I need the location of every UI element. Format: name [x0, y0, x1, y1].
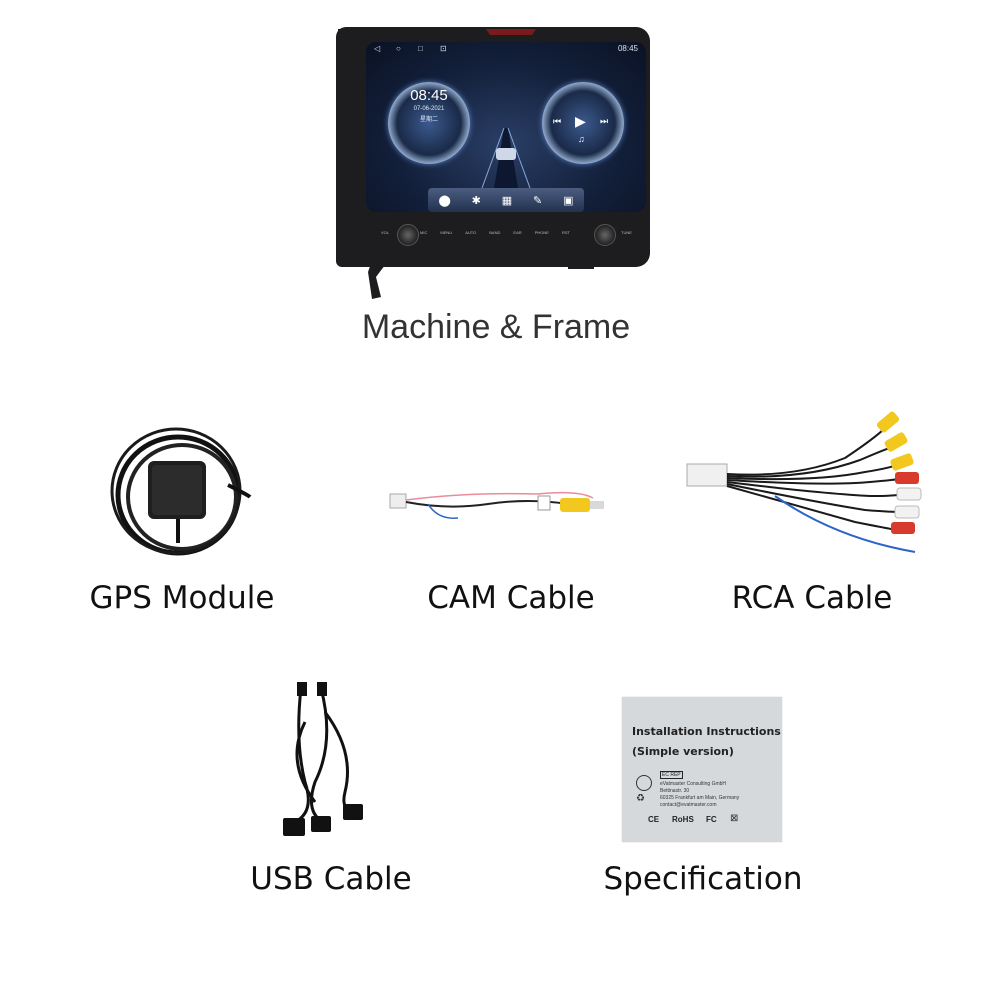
address-line-2: 60325 Frankfurt am Main, Germany [660, 795, 740, 801]
usb-cable-image [283, 682, 363, 836]
android-status-bar: ◁ ○ □ ⊡ 08:45 [366, 42, 646, 56]
clock-date: 07-06-2021 [413, 106, 445, 112]
previous-track-icon: ⏮ [553, 116, 562, 126]
tune-label: TUNE [621, 230, 632, 235]
phone-label: PHONE [534, 230, 549, 235]
bluetooth-icon: ✱ [471, 194, 481, 207]
company-logo-icon [636, 775, 652, 791]
ec-rep-mark: EC REP [660, 771, 683, 779]
usb-cable-label: USB Cable [250, 861, 412, 897]
instructions-title: Installation Instructions [632, 725, 781, 738]
volume-knob [397, 224, 419, 246]
cam-cable-image [389, 491, 604, 519]
auto-label: AUTO [465, 230, 477, 235]
road-graphic [481, 128, 531, 188]
head-unit-screen: ◁ ○ □ ⊡ 08:45 08:45 07-06-2021 星期二 ⏮ ▶ ⏭… [366, 42, 646, 212]
recents-icon: □ [418, 44, 423, 53]
mic-label: MIC [420, 230, 428, 235]
rca-cable-image [686, 411, 922, 553]
tune-knob [594, 224, 616, 246]
gps-module-label: GPS Module [89, 580, 275, 616]
band-label: BAND [489, 230, 501, 235]
machine-frame-label: Machine & Frame [361, 308, 631, 346]
clock-time: 08:45 [410, 87, 448, 104]
weee-bin-icon: ⊠ [730, 813, 739, 824]
ce-mark: CE [648, 815, 660, 824]
cam-cable-label: CAM Cable [427, 580, 595, 616]
status-time: 08:45 [617, 44, 638, 53]
instructions-subtitle: (Simple version) [632, 745, 734, 758]
home-icon: ○ [396, 44, 401, 53]
fc-mark: FC [706, 815, 717, 824]
settings-icon: ✎ [533, 194, 543, 207]
recycle-icon: ♻ [636, 793, 645, 804]
rst-label: RST [561, 230, 570, 235]
ear-label: EAR [513, 230, 522, 235]
installation-instructions-card: Installation Instructions (Simple versio… [622, 697, 782, 842]
address-line-3: contact@evatmaster.com [660, 802, 717, 808]
next-track-icon: ⏭ [600, 116, 609, 126]
back-icon: ◁ [374, 44, 381, 53]
navigation-icon: ⬤ [438, 194, 451, 207]
company-name: eVatmaster Consulting GmbH [660, 781, 727, 787]
clock-gauge: 08:45 07-06-2021 星期二 [388, 82, 470, 164]
menu-label: MENU [440, 230, 453, 235]
music-note-icon: ♫ [578, 134, 585, 144]
vol-label: VOL [381, 230, 390, 235]
gps-module-image [110, 427, 252, 556]
address-line-1: Bettinastr. 30 [660, 788, 690, 794]
specification-label: Specification [603, 861, 803, 897]
radio-icon: ▣ [563, 194, 574, 207]
music-gauge: ⏮ ▶ ⏭ ♫ [542, 82, 624, 164]
clock-day: 星期二 [419, 117, 438, 123]
rohs-mark: RoHS [672, 815, 694, 824]
notification-icon: ⊡ [440, 44, 447, 53]
app-dock: ⬤ ✱ ▦ ✎ ▣ [428, 188, 584, 212]
apps-icon: ▦ [501, 194, 513, 207]
frame-bracket [338, 29, 594, 299]
bezel-button-row: MIC MENU AUTO BAND EAR PHONE RST [420, 230, 570, 240]
rca-cable-label: RCA Cable [731, 580, 893, 616]
play-icon: ▶ [575, 113, 586, 129]
